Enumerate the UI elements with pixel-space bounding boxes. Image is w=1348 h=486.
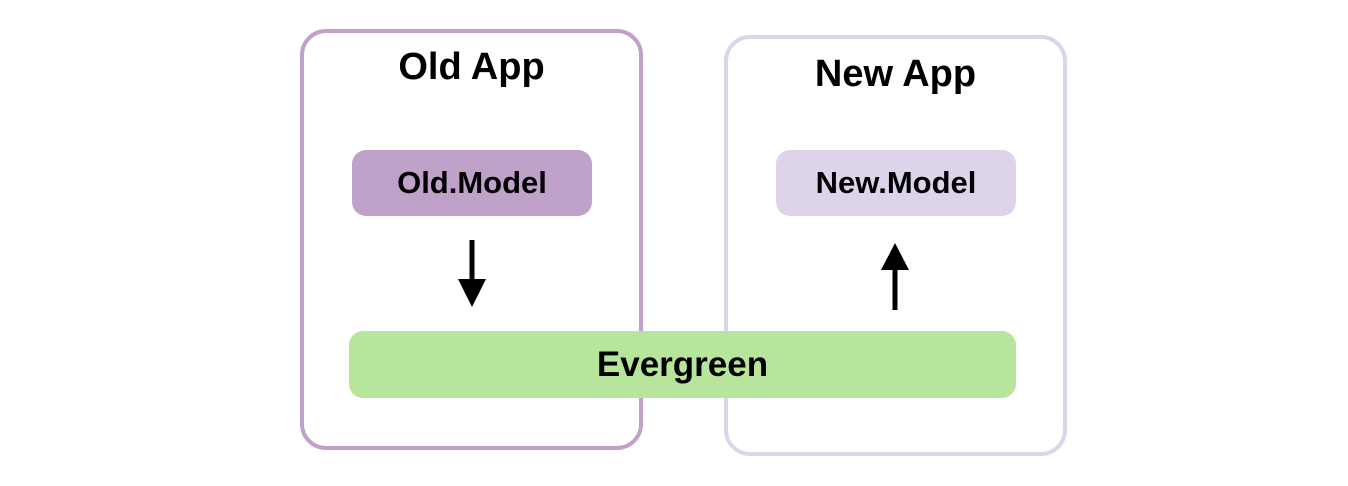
old-model-label: Old.Model [397, 165, 547, 200]
arrow-down-icon [458, 240, 486, 307]
new-model-label: New.Model [815, 165, 977, 200]
old-model-node: Old.Model [352, 150, 592, 216]
evergreen-label: Evergreen [596, 344, 769, 384]
new-app-title: New App [814, 53, 977, 95]
new-model-node: New.Model [776, 150, 1016, 216]
evergreen-layer: Evergreen [349, 331, 1016, 398]
old-app-title: Old App [398, 46, 545, 88]
arrow-up-icon [881, 243, 909, 310]
